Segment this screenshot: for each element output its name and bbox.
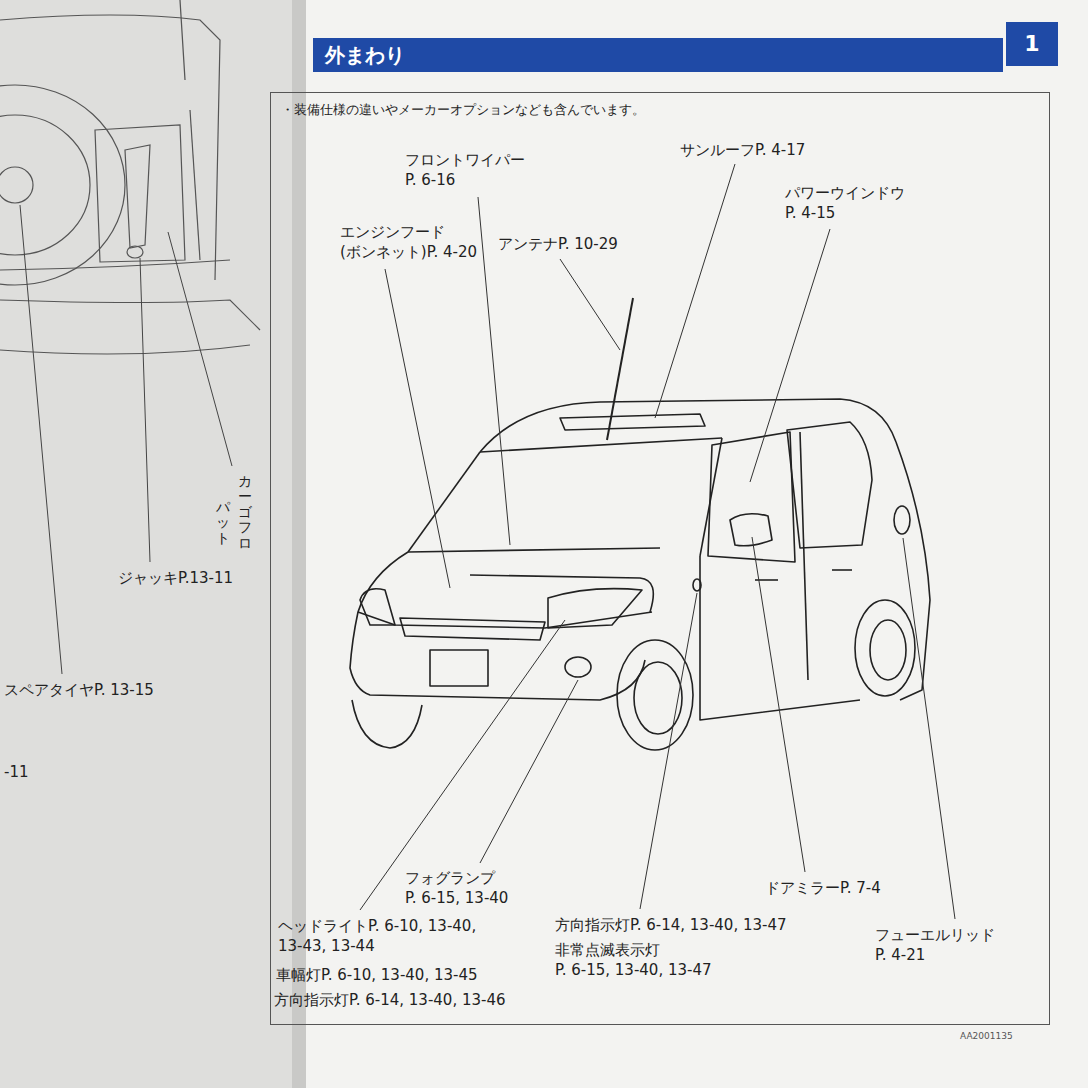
- callout-label: フォグランプ P. 6-15, 13-40: [405, 868, 513, 909]
- title-text: 外まわり: [325, 43, 405, 67]
- callout-label: ジャッキP.13-11: [118, 568, 233, 588]
- leader-lines: [360, 164, 955, 919]
- left-page: [0, 0, 300, 1088]
- cargo-area-drawing: [0, 0, 260, 354]
- callout-label: 車幅灯P. 6-10, 13-40, 13-45: [276, 965, 478, 985]
- antenna-mast: [607, 298, 633, 440]
- left-leader-lines: [20, 205, 232, 674]
- vertical-callout: パット: [216, 500, 230, 546]
- callout-label: AA2001135: [960, 1030, 1013, 1042]
- section-tab: 1: [1006, 22, 1058, 66]
- callout-label: スペアタイヤP. 13-15: [4, 680, 154, 700]
- callout-label: ヘッドライトP. 6-10, 13-40, 13-43, 13-44: [278, 916, 481, 957]
- callout-label: サンルーフP. 4-17: [680, 140, 805, 160]
- frame-note: ・装備仕様の違いやメーカーオプションなども含んでいます。: [271, 93, 1049, 127]
- callout-label: フューエルリッド P. 4-21: [875, 925, 999, 966]
- callout-label: -11: [4, 762, 29, 782]
- callout-label: 方向指示灯P. 6-14, 13-40, 13-46: [274, 990, 506, 1010]
- callout-label: エンジンフード (ボンネット)P. 4-20: [340, 222, 481, 263]
- title-band: 外まわり: [313, 38, 1003, 72]
- vertical-callout: カーゴフロ: [238, 474, 252, 551]
- callout-label: フロントワイパー P. 6-16: [405, 150, 529, 191]
- callout-label: 非常点滅表示灯 P. 6-15, 13-40, 13-47: [555, 940, 716, 981]
- callout-label: ドアミラーP. 7-4: [765, 878, 881, 898]
- callout-label: パワーウインドウ P. 4-15: [785, 183, 909, 224]
- callout-label: 方向指示灯P. 6-14, 13-40, 13-47: [555, 915, 787, 935]
- callout-label: アンテナP. 10-29: [498, 234, 618, 254]
- car-drawing: [350, 399, 930, 750]
